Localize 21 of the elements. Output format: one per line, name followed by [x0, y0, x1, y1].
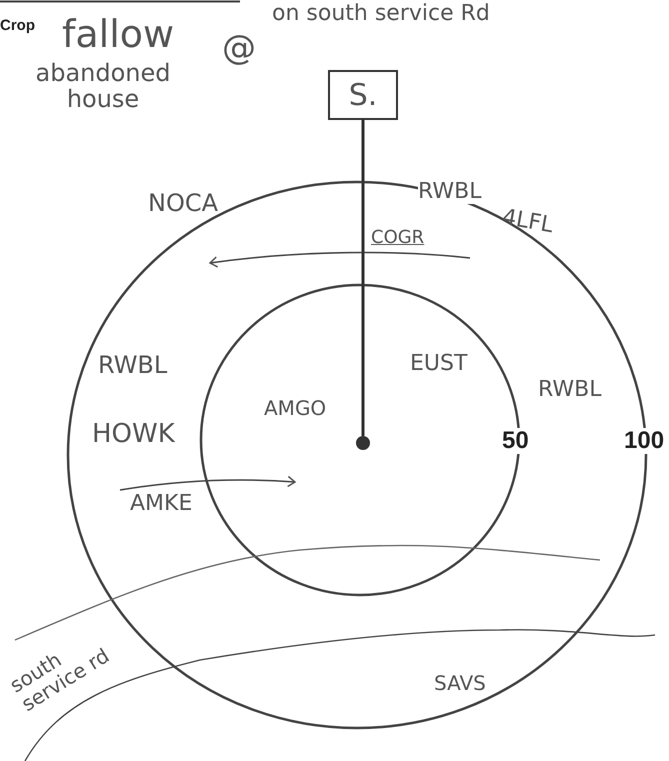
handwritten-note: on south service Rd	[272, 2, 490, 26]
handwritten-note: fallow	[62, 14, 174, 56]
species-code: AMKE	[130, 492, 192, 516]
connector-line	[362, 120, 364, 436]
station-box: S.	[328, 70, 398, 120]
species-code: RWBL	[418, 180, 482, 204]
distance-label: 50	[502, 428, 529, 454]
handwritten-note: abandoned house	[34, 60, 172, 113]
center-point-dot	[356, 436, 370, 450]
species-code: RWBL	[538, 378, 602, 402]
species-code: COGR	[371, 228, 424, 248]
species-code: 4LFL	[500, 206, 555, 238]
species-code: AMGO	[264, 397, 326, 419]
species-code: EUST	[410, 352, 468, 376]
distance-label: 100	[624, 428, 664, 454]
species-code: NOCA	[148, 190, 218, 216]
species-code: SAVS	[434, 672, 486, 694]
field-label: Crop	[0, 18, 35, 34]
handwritten-note: @	[222, 30, 256, 68]
species-code: RWBL	[98, 352, 168, 378]
species-code: HOWK	[92, 420, 175, 449]
